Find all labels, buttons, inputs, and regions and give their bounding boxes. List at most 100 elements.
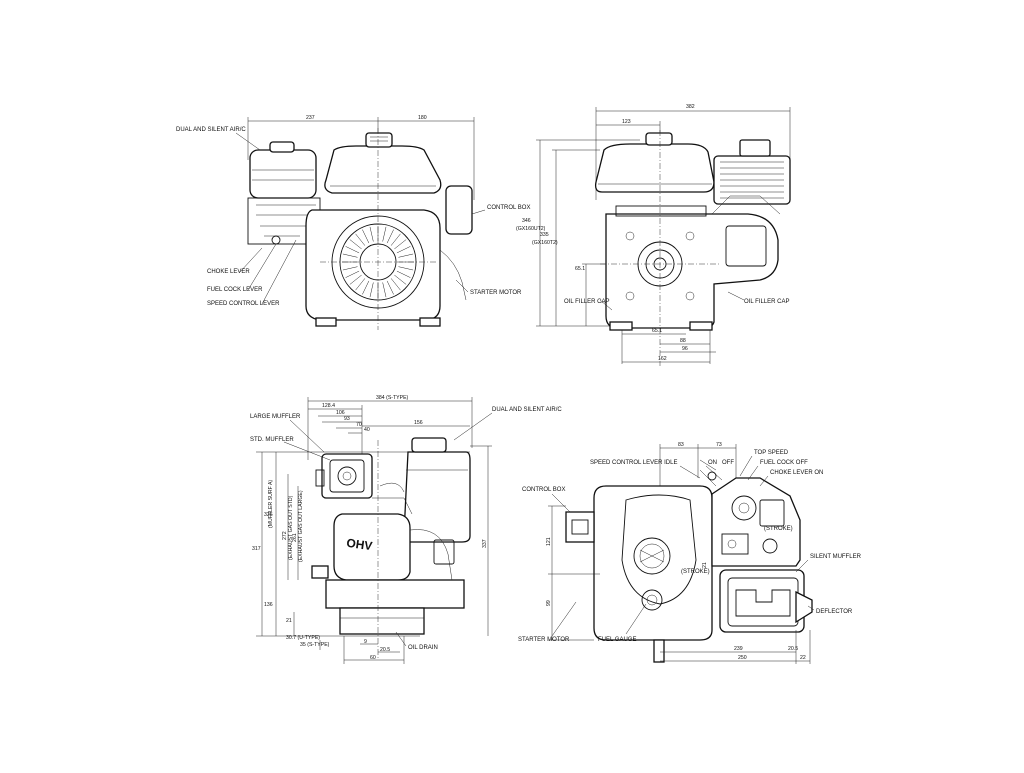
top-tank-outline xyxy=(621,494,697,605)
recoil-vent-slot xyxy=(362,280,370,295)
recoil-vent-slot xyxy=(345,270,360,278)
top-housing xyxy=(593,485,713,641)
side-dim-height-b-note: (GX160T2) xyxy=(532,240,558,246)
front-label-speed-control-lever: SPEED CONTROL LEVER xyxy=(207,301,280,307)
rear-dim-d4: 70 xyxy=(356,422,362,428)
recoil-vent-slot xyxy=(342,253,358,258)
side-dim-height-a: 346 xyxy=(522,218,531,224)
top-label-starter-motor: STARTER MOTOR xyxy=(518,637,570,643)
air-cleaner-knob xyxy=(269,141,295,153)
recoil-vent-slot xyxy=(355,278,366,291)
fuel-tank xyxy=(324,145,442,194)
top-label-on: ON xyxy=(708,460,717,466)
recoil-vent-slot xyxy=(398,266,414,271)
top-dim-20-5: 20.5 xyxy=(788,646,798,652)
top-dim-250: 250 xyxy=(738,655,747,661)
recoil-vent-slot xyxy=(382,282,387,298)
recoil-vent-slot xyxy=(342,266,358,271)
top-shaft xyxy=(653,639,665,663)
rear-dim-height-317: 317 xyxy=(252,546,261,552)
top-dim-22: 22 xyxy=(800,655,806,661)
rear-dim-b60: 60 xyxy=(370,655,376,661)
recoil-vent-slot xyxy=(390,233,401,246)
recoil-vent-slot xyxy=(369,282,374,298)
side-dim-bottom-4: 162 xyxy=(658,356,667,362)
side-dim-bottom-1: 65.1 xyxy=(652,328,662,334)
top-label-off: OFF xyxy=(722,460,734,466)
rear-note-u-type: 30.7 (U-TYPE) xyxy=(286,635,320,641)
rear-label-std-muffler: STD. MUFFLER xyxy=(250,437,294,443)
side-dim-top-left: 123 xyxy=(622,119,631,125)
front-label-fuel-cock-lever: FUEL COCK LEVER xyxy=(207,287,263,293)
rear-dim-height-136: 136 xyxy=(264,602,273,608)
top-label-choke-lever-on: CHOKE LEVER ON xyxy=(770,470,823,476)
side-view: 382 123 346 (GX160UT2) 335 (GX160T2) 65.… xyxy=(516,104,791,366)
rear-dim-height-326: 326 xyxy=(264,512,273,518)
recoil-vent-slot xyxy=(362,229,370,244)
top-dim-121: 121 xyxy=(546,537,552,546)
rear-note-exhaust-large: (EXHAUST GAS OUT LARGE) xyxy=(298,490,304,562)
top-dim-21: 21 xyxy=(702,562,708,568)
rear-dim-height-272: 272 xyxy=(282,531,288,540)
recoil-vent-slot xyxy=(396,270,411,278)
top-fuel-gauge xyxy=(641,589,663,611)
rear-note-muffler: (MUFFLER SURF A) xyxy=(268,480,274,528)
recoil-vent-slot xyxy=(349,274,362,285)
side-dim-bottom-2: 88 xyxy=(680,338,686,344)
rear-dim-b9: 9 xyxy=(364,639,367,645)
rear-dim-height-21: 21 xyxy=(286,618,292,624)
front-label-choke-lever: CHOKE LEVER xyxy=(207,269,250,275)
recoil-vent-slot xyxy=(386,229,394,244)
air-cleaner-housing xyxy=(249,149,317,199)
recoil-vent-slot xyxy=(355,233,366,246)
side-dim-height-a-note: (GX160UT2) xyxy=(516,226,546,232)
top-control-box xyxy=(565,511,595,543)
recoil-vent-slot xyxy=(396,246,411,254)
rear-dim-d1: 128.4 xyxy=(322,403,335,409)
rear-label-large-muffler: LARGE MUFFLER xyxy=(250,414,301,420)
top-dim-239: 239 xyxy=(734,646,743,652)
fuel-cap xyxy=(365,132,393,148)
front-foot-right xyxy=(419,317,441,327)
side-crankcase xyxy=(605,213,779,329)
top-dim-99: 99 xyxy=(546,600,552,606)
rear-dim-b20-5: 20.5 xyxy=(380,647,390,653)
rear-fuel-tank xyxy=(403,451,471,543)
side-label-oil-filler-left: OIL FILLER CAP xyxy=(564,299,609,305)
rear-dim-d5: 40 xyxy=(364,427,370,433)
top-deflector xyxy=(795,590,813,624)
recoil-vent-slot xyxy=(386,280,394,295)
top-dim-73: 73 xyxy=(716,442,722,448)
control-box xyxy=(445,185,473,235)
rear-muffler xyxy=(321,453,373,499)
recoil-vent-slot xyxy=(349,239,362,250)
top-dim-83: 83 xyxy=(678,442,684,448)
top-label-control-box: CONTROL BOX xyxy=(522,487,565,493)
rear-dim-d3: 93 xyxy=(344,416,350,422)
recoil-vent-slot xyxy=(394,239,407,250)
recoil-vent-slot xyxy=(390,278,401,291)
rear-oil-pan xyxy=(339,607,425,635)
recoil-vent-slot xyxy=(382,226,387,242)
rear-view: 384 (S-TYPE) 128.4 106 93 70 40 156 317 … xyxy=(250,395,562,664)
side-dim-shaft-height: 65.1 xyxy=(575,266,585,272)
top-engine-block xyxy=(711,477,801,567)
rear-dim-height-261: 261 xyxy=(292,533,298,542)
rear-crankcase xyxy=(325,579,465,609)
rear-dim-height-337: 337 xyxy=(482,539,488,548)
recoil-vent-slot xyxy=(345,246,360,254)
top-label-deflector: DEFLECTOR xyxy=(816,609,853,615)
side-fuel-tank xyxy=(594,143,715,193)
top-label-fuel-cock-off: FUEL COCK OFF xyxy=(760,460,808,466)
front-dim-left: 237 xyxy=(306,115,315,121)
front-view: 237 180 DUAL AND SILENT AIR/C CONTROL BO… xyxy=(176,115,530,330)
side-dim-bottom-3: 96 xyxy=(682,346,688,352)
front-dim-right: 180 xyxy=(418,115,427,121)
top-label-top-speed: TOP SPEED xyxy=(754,450,789,456)
top-label-speed-control-idle: SPEED CONTROL LEVER IDLE xyxy=(590,460,677,466)
recoil-vent-slot xyxy=(398,253,414,258)
rear-shaft xyxy=(311,565,329,579)
side-dim-height-b: 335 xyxy=(540,232,549,238)
rear-note-exhaust-std: (EXHAUST GAS OUT STD) xyxy=(288,495,294,560)
